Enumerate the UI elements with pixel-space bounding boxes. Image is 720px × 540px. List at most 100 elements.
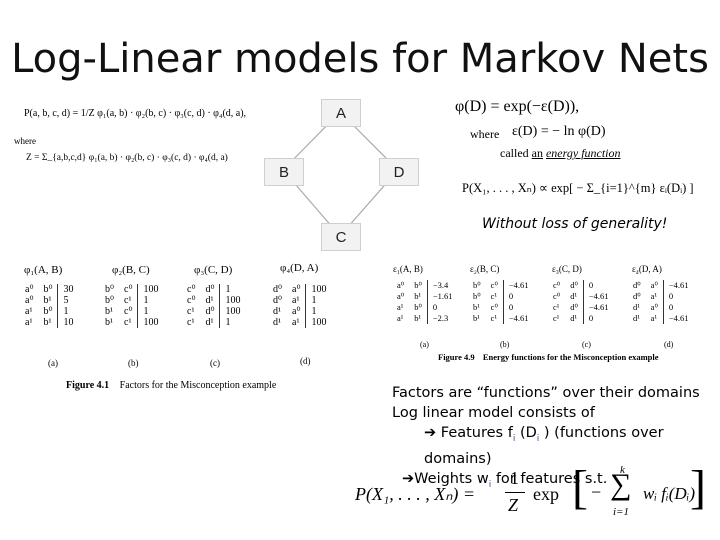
cell: c¹ (490, 291, 497, 301)
node-c: C (321, 223, 361, 251)
energy-header-3: ε₃(C, D) (552, 264, 582, 274)
cell: 1 (305, 295, 332, 306)
cell: a¹ (25, 317, 33, 328)
cell: 0 (426, 302, 458, 313)
cell: d⁰ (633, 280, 641, 290)
cell: d⁰ (273, 284, 283, 295)
factor-sub-label-c: (c) (210, 358, 220, 368)
cell: c¹ (553, 302, 560, 312)
cell: −4.61 (502, 313, 534, 324)
formula-lhs: P(X₁, . . . , Xₙ) = (355, 484, 476, 504)
cell: a¹ (650, 291, 657, 301)
cell: b¹ (473, 313, 480, 323)
cell: −1.61 (426, 291, 458, 302)
fraction-numerator: 1 (510, 468, 519, 488)
cell: d¹ (570, 291, 577, 301)
cell: c⁰ (490, 280, 498, 290)
minus-sign: − (591, 482, 602, 502)
cell: −3.4 (426, 280, 458, 291)
cell: 100 (137, 284, 164, 295)
cell: b⁰ (105, 284, 115, 295)
exp-label: exp (533, 484, 559, 504)
page-title: Log-Linear models for Markov Nets (11, 36, 709, 82)
cell: 0 (502, 291, 534, 302)
factor-header-4: φ₄(D, A) (280, 262, 319, 274)
energy-definition-formula: ε(D) = − ln φ(D) (512, 124, 606, 139)
cell: −4.61 (662, 313, 694, 324)
table-row: c⁰ d¹ −4.61 (548, 291, 614, 302)
factor-header-1: φ₁(A, B) (24, 264, 63, 276)
factor-sub-label-a: (a) (48, 358, 58, 368)
bullet-line-1: Factors are “functions” over their domai… (392, 385, 700, 401)
cell: d¹ (633, 313, 640, 323)
cell: 1 (57, 306, 79, 317)
sum-bottom: i=1 (613, 506, 629, 518)
cell: 0 (502, 302, 534, 313)
energy-sub-label-d: (d) (664, 340, 674, 349)
cell: b⁰ (414, 302, 422, 312)
cell: 100 (305, 317, 332, 328)
joint-probability-formula: P(a, b, c, d) = 1/Z φ₁(a, b) · φ₂(b, c) … (24, 108, 247, 119)
caption-number: Figure 4.1 (66, 380, 110, 391)
caption-number: Figure 4.9 (438, 352, 475, 362)
an-text: an (531, 146, 543, 160)
cell: c¹ (187, 306, 195, 317)
cell: b⁰ (105, 295, 115, 306)
cell: a⁰ (25, 295, 34, 306)
cell: 100 (137, 317, 164, 328)
features-pre: Features f (440, 425, 513, 441)
energy-sub-label-c: (c) (582, 340, 591, 349)
factor-header-3: φ₃(C, D) (194, 264, 233, 276)
cell: b⁰ (43, 306, 53, 317)
cell: a¹ (25, 306, 33, 317)
cell: d¹ (205, 295, 214, 306)
energy-sub-label-a: (a) (420, 340, 429, 349)
cell: 1 (137, 306, 164, 317)
cell: 100 (305, 284, 332, 295)
cell: a⁰ (25, 284, 34, 295)
cell: c⁰ (553, 291, 561, 301)
fraction-denominator: Z (508, 495, 519, 515)
cell: 5 (57, 295, 79, 306)
cell: b¹ (105, 306, 113, 317)
cell: d¹ (273, 317, 281, 328)
cell: c⁰ (490, 302, 498, 312)
cell: b¹ (105, 317, 113, 328)
cell: d⁰ (633, 291, 641, 301)
bullet-line-3: ➔ Features fi (Di ) (functions over doma… (392, 423, 720, 469)
cell: b⁰ (43, 284, 53, 295)
cell: d¹ (273, 306, 281, 317)
energy-header-2: ε₂(B, C) (470, 264, 500, 274)
cell: −4.61 (582, 291, 614, 302)
factor-figure-caption: Figure 4.1 Factors for the Misconception… (66, 380, 276, 391)
node-b: B (264, 158, 304, 186)
left-bracket: [ (572, 461, 588, 514)
cell: c⁰ (124, 284, 133, 295)
cell: c¹ (187, 317, 195, 328)
cell: c⁰ (553, 280, 561, 290)
cell: c¹ (553, 313, 560, 323)
cell: −4.61 (582, 302, 614, 313)
cell: 1 (137, 295, 164, 306)
bullet-line-2: Log linear model consists of (392, 405, 595, 421)
cell: d¹ (205, 317, 214, 328)
energy-header-4: ε₄(D, A) (632, 264, 662, 274)
cell: a¹ (397, 313, 404, 323)
